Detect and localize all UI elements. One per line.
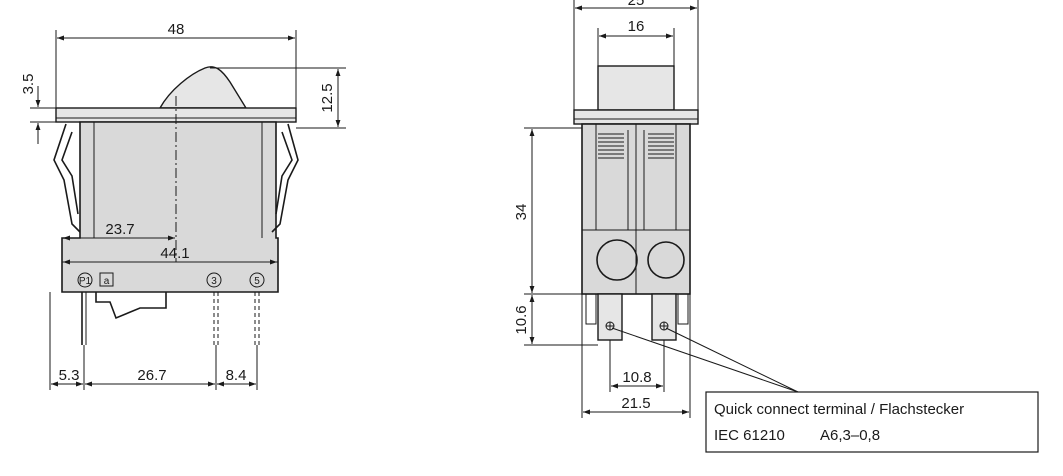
terminal-5-circle (249, 272, 265, 288)
terminal-callout: Quick connect terminal / Flachstecker IE… (705, 391, 1039, 453)
front-bezel (573, 109, 699, 125)
right-latch (271, 123, 299, 233)
dim-21-5: 21.5 (621, 395, 650, 412)
left-latch (53, 123, 81, 233)
terminal-5-label: 5 (254, 276, 260, 287)
left-round-terminal (596, 239, 638, 281)
marking-p1-circle (77, 272, 93, 288)
callout-standard: IEC 61210 (714, 427, 785, 444)
dim-44-1: 44.1 (160, 245, 189, 262)
left-ridges (598, 133, 624, 159)
side-view: P1 a 3 5 48 3.5 12.5 23.7 (20, 21, 346, 390)
terminal-3-circle (206, 272, 222, 288)
right-ridges (648, 133, 674, 159)
dim-5-3: 5.3 (59, 367, 80, 384)
callout-separator: / (867, 401, 880, 418)
marking-p1: P1 (79, 276, 92, 287)
callout-terminal-de: Flachstecker (879, 401, 964, 418)
dim-10-6: 10.6 (513, 305, 530, 334)
callout-terminal-en: Quick connect terminal (714, 401, 867, 418)
dim-12-5: 12.5 (319, 83, 336, 112)
dim-26-7: 26.7 (137, 367, 166, 384)
dim-10-8: 10.8 (622, 369, 651, 386)
front-view: 25 16 34 10.6 10.8 21.5 (513, 0, 799, 418)
dim-23-7: 23.7 (105, 221, 134, 238)
front-rocker (597, 65, 675, 111)
marking-a-box (99, 272, 114, 287)
callout-size: A6,3–0,8 (820, 427, 880, 444)
leader-line-2 (665, 327, 799, 393)
dim-3-5: 3.5 (20, 74, 37, 95)
dim-34: 34 (513, 204, 530, 221)
tab-right (651, 293, 677, 341)
bottom-bracket (95, 292, 167, 320)
dim-8-4: 8.4 (226, 367, 247, 384)
dim-48: 48 (168, 21, 185, 38)
callout-box (705, 391, 1039, 453)
rocker-actuator (158, 66, 248, 109)
dim-25: 25 (628, 0, 645, 9)
leader-line-1 (611, 327, 799, 393)
callout-line-1: Quick connect terminal / Flachstecker (714, 401, 964, 418)
right-round-terminal (647, 241, 685, 279)
dim-16: 16 (628, 18, 645, 35)
tab-left (597, 293, 623, 341)
terminal-3-label: 3 (211, 276, 217, 287)
marking-a: a (104, 276, 110, 287)
